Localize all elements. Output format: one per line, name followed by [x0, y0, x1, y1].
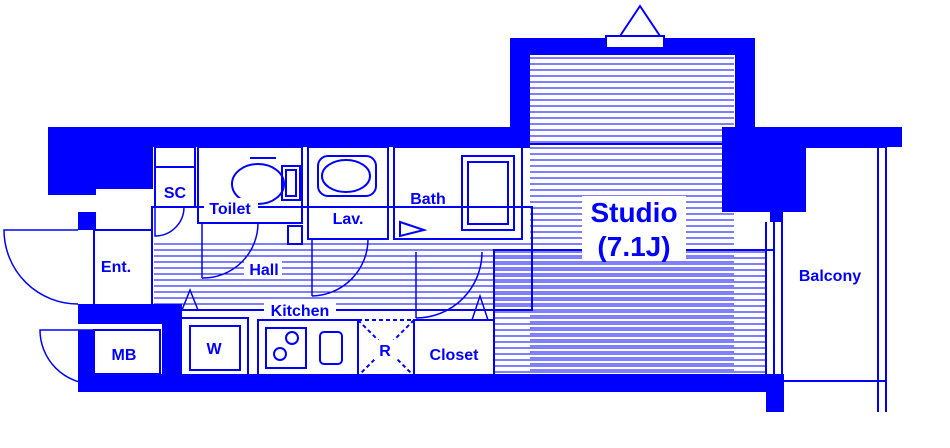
stove [265, 327, 307, 369]
bathtub-inner [467, 161, 509, 225]
burner-1 [285, 331, 299, 345]
studio-lower [493, 249, 775, 377]
hall-floor-hatching [154, 243, 530, 305]
kitchen-label: Kitchen [271, 303, 330, 320]
lav-label: Lav. [333, 211, 364, 228]
lav-counter [317, 155, 377, 197]
toilet-tank [281, 165, 301, 201]
wall-bottom-left-stub [78, 330, 94, 392]
studio-label: Studio [590, 197, 677, 228]
closet-door-mark [471, 293, 489, 321]
sc-label: SC [164, 185, 187, 202]
closet-label: Closet [430, 347, 480, 364]
closet-door [415, 251, 483, 319]
balcony-label: Balcony [799, 268, 861, 285]
hall-label: Hall [249, 262, 278, 279]
wall-studio-right-lower [770, 212, 782, 222]
kitchen-sink [319, 331, 343, 365]
washer-outline [179, 317, 249, 377]
lav-outline [307, 146, 389, 240]
inner-walls [93, 53, 887, 412]
wall-bottom [78, 374, 784, 392]
fridge-cross-2 [357, 319, 415, 377]
bath-label: Bath [410, 191, 446, 208]
studio-size-label: (7.1J) [597, 231, 670, 262]
closet-floor-hatching [494, 251, 766, 373]
mb-door [39, 329, 95, 385]
wall-mb-right [162, 320, 182, 378]
wall-bottom-right-stub [766, 374, 784, 412]
wall-top-left [48, 127, 513, 147]
doors [3, 206, 489, 385]
wall-studio-right [737, 38, 755, 130]
entrance-label: Ent. [101, 259, 131, 276]
toilet-label: Toilet [209, 201, 251, 218]
labels: Studio (7.1J) Balcony Bath Lav. Toilet S… [101, 185, 861, 364]
bath-door-mark [399, 220, 428, 238]
lav-basin [321, 159, 371, 193]
mb-outline [93, 329, 161, 375]
vent-marker [605, 4, 665, 49]
sc-door [154, 206, 185, 237]
washer-inner [189, 325, 241, 371]
toilet-door [201, 222, 259, 279]
toilet-shelf [287, 225, 303, 245]
wall-right-pillar-2 [780, 127, 806, 212]
bathtub [461, 155, 515, 231]
hall-outline [151, 206, 533, 311]
studio-outline [527, 53, 737, 145]
mb-label: MB [112, 347, 137, 364]
wall-left-pillar-2 [48, 127, 153, 189]
toilet-tank-inner [285, 169, 297, 197]
lav-door [311, 238, 369, 297]
fridge-cross-1 [357, 319, 415, 377]
wall-entrance-stub [78, 212, 96, 230]
washer-door-mark [181, 287, 199, 311]
washer-label: W [206, 341, 222, 358]
refrigerator-label: R [379, 343, 391, 360]
entrance-door [3, 229, 79, 305]
bath-outline [393, 146, 523, 240]
toilet-outline [197, 146, 303, 224]
wall-studio-left [510, 38, 530, 148]
sc-top [154, 146, 196, 168]
burner-2 [273, 347, 287, 361]
